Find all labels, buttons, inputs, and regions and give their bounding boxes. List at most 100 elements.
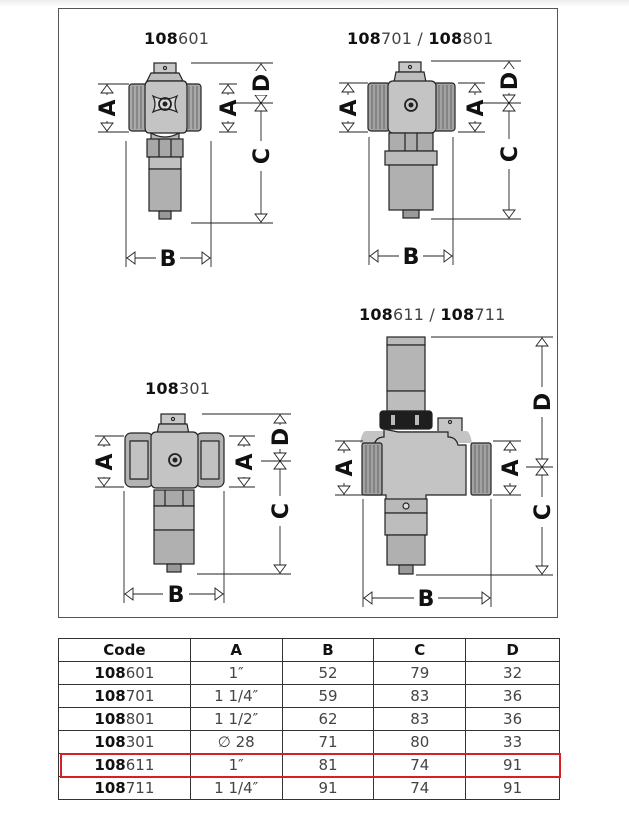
code-suffix: 301 [125,733,155,751]
cell-c: 83 [373,707,467,731]
drawing-108301: A A D C B [93,413,294,608]
cell-a: 1″ [189,661,283,685]
cell-b: 81 [281,753,375,777]
table-row: 108801 1 1/2″ 62 83 36 [58,707,560,731]
dimension-lines-108301 [95,413,291,603]
dim-label-c-108301: C [269,503,294,519]
title-code-suffix: 601 [178,29,210,48]
valve-108611-illustration [360,336,492,575]
cell-a: ∅ 28 [189,730,283,754]
cell-code: 108701 [58,684,191,708]
table-row: 108701 1 1/4″ 59 83 36 [58,684,560,708]
cell-a: 1″ [189,753,283,777]
title-code-suffix-2: 801 [462,29,494,48]
dim-label-d-108701: D [498,72,523,90]
code-prefix: 108 [94,756,126,774]
cell-code: 108711 [58,776,191,800]
cell-b: 52 [281,661,375,685]
cell-c: 74 [373,753,467,777]
cell-d: 36 [465,707,560,731]
cell-d: 33 [465,730,560,754]
dim-label-c-108601: C [250,148,275,164]
valve-108701-illustration [367,61,456,219]
cell-a: 1 1/2″ [189,707,283,731]
drawing-108601: A A D C B [96,62,275,272]
drawing-title-108601: 108601 [144,29,209,48]
title-separator: / [412,29,429,48]
title-code-suffix-2: 711 [474,305,506,324]
drawing-108701-108801: A A D C B [337,60,523,270]
dim-label-a-left-108601: A [96,99,121,116]
cell-d: 91 [465,753,560,777]
dim-label-b-108611: B [418,587,435,612]
dim-label-a-left-108301: A [93,453,118,470]
title-code-suffix: 301 [179,379,211,398]
title-code-prefix: 108 [347,29,381,48]
dim-label-b-108601: B [160,247,177,272]
drawing-108611-108711: A A D C B [333,336,556,612]
title-separator: / [424,305,441,324]
header-d: D [465,638,560,662]
code-suffix: 601 [125,664,155,682]
code-suffix: 801 [125,710,155,728]
cell-b: 62 [281,707,375,731]
cell-a: 1 1/4″ [189,776,283,800]
drawing-title-108611-108711: 108611 / 108711 [359,305,505,324]
cell-b: 59 [281,684,375,708]
dim-label-a-right-108611: A [499,459,524,476]
title-code-prefix: 108 [359,305,393,324]
dim-label-d-108601: D [250,74,275,92]
dim-label-a-right-108601: A [217,99,242,116]
title-code-suffix: 701 [381,29,413,48]
dim-label-a-left-108611: A [333,459,358,476]
cell-d: 36 [465,684,560,708]
table-header-row: Code A B C D [58,638,560,662]
cell-a: 1 1/4″ [189,684,283,708]
title-code-prefix: 108 [145,379,179,398]
cell-d: 32 [465,661,560,685]
header-c: C [373,638,467,662]
drawing-title-108301: 108301 [145,379,210,398]
dim-label-b-108701: B [403,245,420,270]
valve-108301-illustration [124,413,225,573]
title-code-suffix: 611 [393,305,425,324]
dim-label-a-right-108301: A [233,453,258,470]
dim-label-a-right-108701: A [464,99,489,116]
code-suffix: 611 [125,756,155,774]
cell-c: 74 [373,776,467,800]
cell-b: 71 [281,730,375,754]
code-suffix: 711 [125,779,155,797]
dimensions-table: Code A B C D 108601 1″ 52 79 32 108701 1… [58,638,560,800]
table-row: 108601 1″ 52 79 32 [58,661,560,685]
cell-code: 108801 [58,707,191,731]
code-prefix: 108 [94,687,126,705]
cell-code: 108601 [58,661,191,685]
cell-c: 80 [373,730,467,754]
drawings-canvas: A A D C B [93,60,556,612]
code-prefix: 108 [94,779,126,797]
table-row: 108711 1 1/4″ 91 74 91 [58,776,560,800]
valve-108601-illustration [128,62,202,220]
dim-label-d-108611: D [531,393,556,411]
cell-c: 83 [373,684,467,708]
dim-label-c-108701: C [498,146,523,162]
dim-label-b-108301: B [168,583,185,608]
table-row: 108301 ∅ 28 71 80 33 [58,730,560,754]
title-code-prefix-2: 108 [428,29,463,48]
code-prefix: 108 [94,664,126,682]
dim-label-c-108611: C [531,504,556,520]
header-code: Code [58,638,191,662]
title-code-prefix-2: 108 [440,305,475,324]
header-a: A [189,638,283,662]
cell-c: 79 [373,661,467,685]
code-prefix: 108 [94,710,126,728]
cell-b: 91 [281,776,375,800]
dimension-lines-108611 [335,336,553,607]
code-suffix: 701 [125,687,155,705]
drawing-title-108701-108801: 108701 / 108801 [347,29,493,48]
code-prefix: 108 [94,733,126,751]
cell-code: 108611 [58,753,191,777]
table-row-highlighted: 108611 1″ 81 74 91 [58,753,560,777]
cell-d: 91 [465,776,560,800]
header-b: B [281,638,375,662]
